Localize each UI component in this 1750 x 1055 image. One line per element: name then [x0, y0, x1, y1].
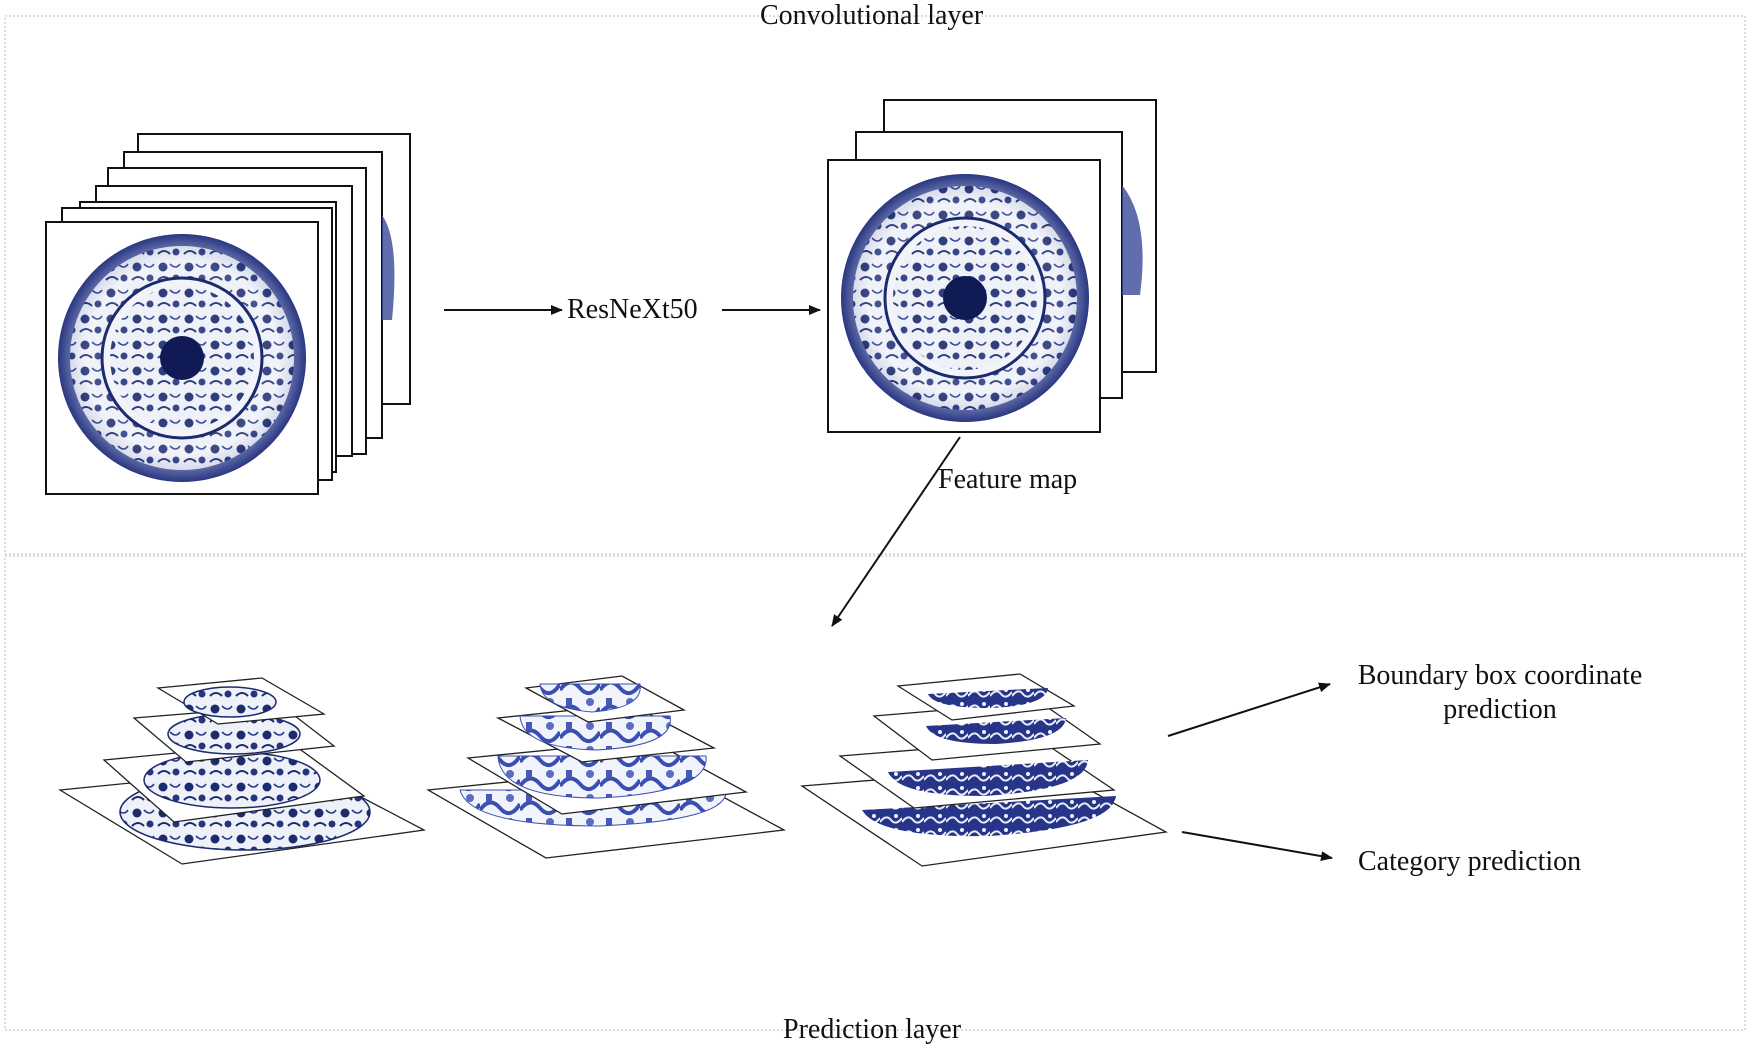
prediction-layer-title: Prediction layer [783, 1014, 962, 1045]
feature-map-stack [827, 99, 1157, 433]
backbone-label: ResNeXt50 [567, 294, 698, 325]
feature-map-label: Feature map [938, 464, 1078, 495]
input-image-stack [45, 133, 411, 495]
pyramid-bowls [800, 673, 1169, 867]
arrow-to-bbox-prediction [1167, 682, 1331, 737]
convolutional-layer-title: Convolutional layer [760, 0, 984, 31]
prediction-section-frame [4, 555, 1746, 1031]
section-frames [4, 15, 1746, 1031]
arrow-to-prediction [831, 436, 961, 627]
convolutional-section-frame [4, 15, 1746, 555]
arrow-to-category-prediction [1181, 831, 1333, 862]
pyramid-plates [57, 677, 427, 865]
bbox-prediction-label-line1: Boundary box coordinate [1357, 660, 1643, 691]
bbox-prediction-label-line2: prediction [1443, 694, 1557, 725]
feature-map-plate-image [841, 174, 1089, 422]
category-prediction-label: Category prediction [1358, 846, 1582, 877]
pyramid-landscape [425, 675, 787, 859]
porcelain-plate-image [58, 234, 306, 482]
